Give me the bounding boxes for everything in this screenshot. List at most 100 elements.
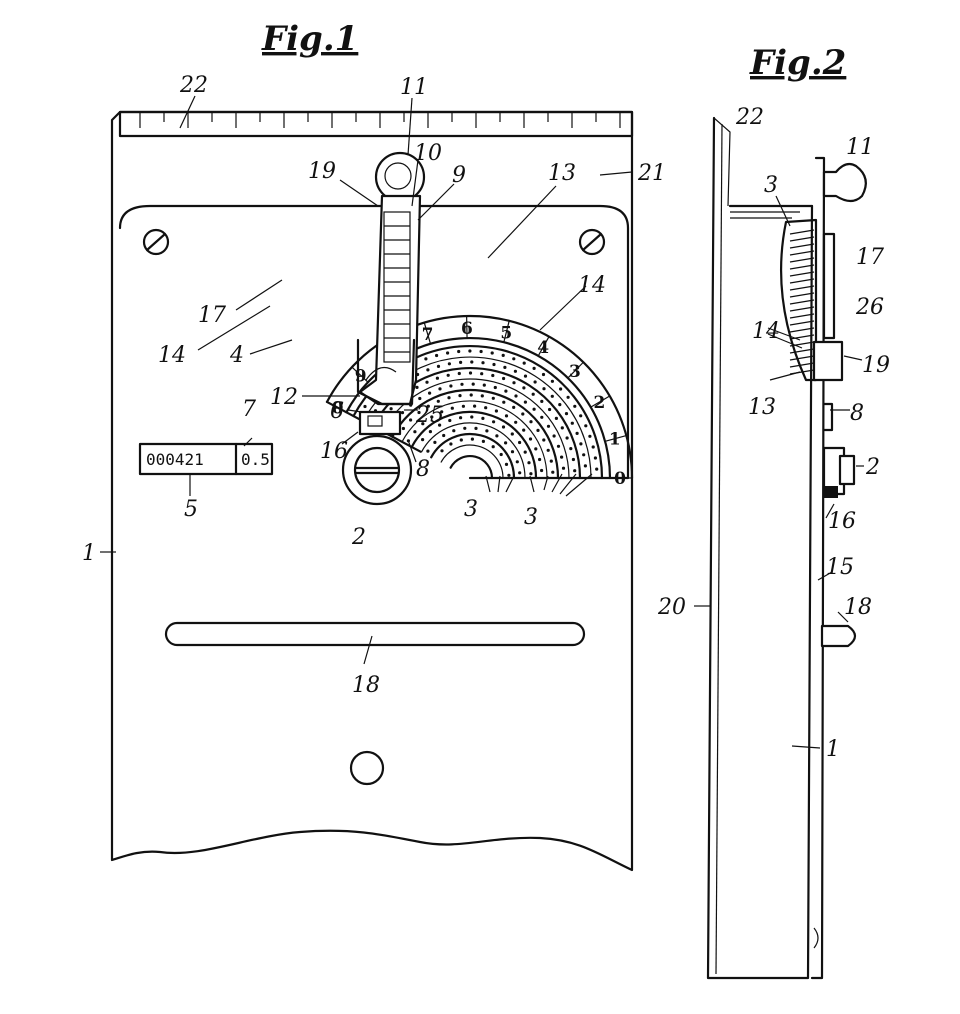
dial-hole [428,430,432,434]
dial-hole [512,381,516,385]
dial-hole [413,430,417,434]
dial-hole [494,409,498,413]
fig2-label-11: 11 [846,135,874,160]
fig1-label-9: 9 [452,163,466,188]
dial-hole [514,394,518,398]
fig1-label-10: 10 [414,141,442,166]
fig1-label-4: 4 [229,343,244,368]
dial-hole [492,362,496,367]
dial-number: 5 [500,324,512,344]
fig1-label-11: 11 [400,75,428,100]
dial-hole [435,353,439,358]
section-hatch [789,313,815,319]
dial-hole [457,349,461,354]
dial-hole [469,393,473,397]
dial-number: 0 [332,399,344,419]
dial-track-arc [420,422,526,479]
dial-hole [491,396,495,400]
dial-hole [554,416,559,420]
fig1-label-1: 1 [82,541,96,566]
dial-hole [564,412,569,416]
fig1-pointer-window [383,211,411,363]
dial-number: 4 [537,338,549,358]
dial-hole [512,357,516,361]
dial-hole [536,428,540,432]
dial-hole [593,456,598,460]
dial-hole [522,361,526,365]
dial-hole [515,460,519,464]
fig1-slot-18 [164,621,586,647]
fig2-label-3: 3 [764,173,778,198]
dial-hole [460,382,464,386]
dial-spoke [537,336,550,357]
dial-hole [551,470,555,474]
fig1-label-12: 12 [270,385,298,410]
dial-hole [463,426,467,430]
dial-hole [470,437,474,441]
dial-hole [468,349,472,353]
fig2-label-14: 14 [752,319,780,344]
fig1-label-21: 21 [637,161,666,186]
fig2-label-16: 16 [828,509,856,534]
dial-hole [561,466,566,470]
dial-hole [433,440,437,444]
fig1-latch-16 [358,410,402,436]
fig1-dial-scale: 09876543210 [325,314,634,489]
dial-track-arc [391,388,560,480]
section-hatch [789,285,815,291]
dial-hole [521,412,525,416]
dial-track-arc [430,432,516,480]
dial-track-arc [440,444,504,479]
fig1-counter-unit: 0.5 [241,450,270,469]
section-hatch [789,306,815,312]
dial-hole [501,353,505,357]
dial-hole [438,387,442,391]
dial-hole [436,399,440,403]
dial-spoke [326,401,347,413]
dial-hole [504,414,509,418]
section-hatch [789,320,815,326]
dial-hole [470,360,474,364]
dial-hole [501,425,506,429]
dial-hole [523,374,528,378]
dial-hole [450,406,454,410]
dial-hole [502,376,506,381]
fig1-label-13: 13 [548,161,576,186]
dial-hole [569,447,573,451]
fig2-title: Fig.2 [749,43,846,83]
dial-hole [584,424,588,428]
dial-hole [529,420,533,424]
section-hatch [789,250,815,256]
dial-spoke [604,434,627,442]
dial-hole [504,389,508,393]
dial-hole [522,428,526,432]
dial-hole [540,415,544,419]
fig1-dial-window [118,204,630,480]
dial-hole [540,399,544,403]
dial-hole [468,371,473,375]
dial-hole [480,394,484,398]
dial-hole [532,366,536,370]
fig2-housing-20 [706,116,814,980]
fig1-label-25: 25 [415,403,444,428]
dial-hole [573,469,577,473]
dial-hole [558,403,562,407]
dial-spoke [590,395,611,408]
dial-number: 1 [609,430,621,450]
dial-hole [457,371,461,376]
fig1-label-19: 19 [308,159,336,184]
dial-hole [481,439,485,443]
dial-hole [435,376,439,380]
dial-hole [566,395,570,399]
dial-hole [492,420,496,424]
dial-hole [470,415,474,419]
dial-hole [446,351,450,355]
dial-hole [546,448,550,452]
fig2-label-15: 15 [826,555,854,580]
dial-hole [518,440,522,445]
dial-hole [550,379,555,383]
fig1-label-16: 16 [320,439,348,464]
fig1-counter: 000421 0.5 [138,442,274,476]
section-hatch [789,278,815,284]
